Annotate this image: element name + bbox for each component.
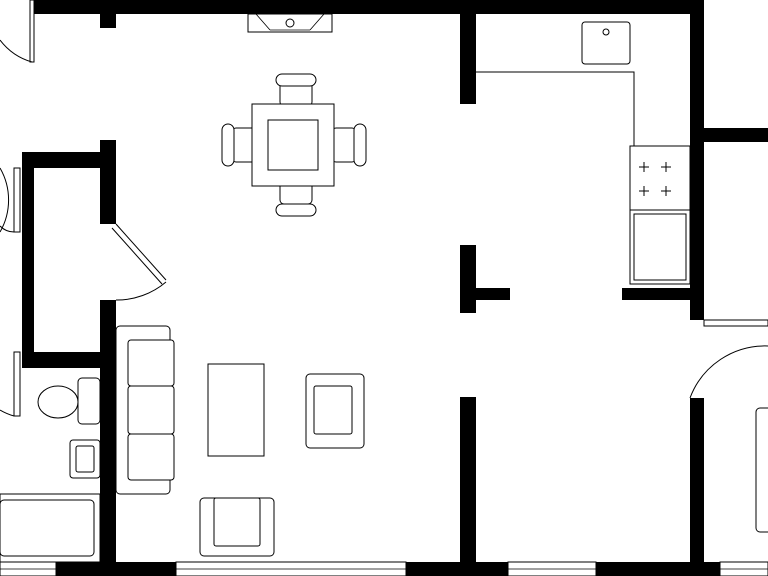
coffee-table xyxy=(207,363,265,457)
door-swing-icon xyxy=(111,223,167,301)
wall-closet-left xyxy=(22,168,34,368)
wall-center-middle xyxy=(460,245,476,313)
wall-kitchen-partition xyxy=(622,288,690,300)
stove xyxy=(629,145,691,211)
wall-right-stub xyxy=(704,128,768,142)
fireplace xyxy=(247,13,333,33)
bathtub xyxy=(0,493,101,563)
wall-right-upper xyxy=(690,0,704,320)
wall-bathroom-top xyxy=(22,352,116,368)
bathroom-sink xyxy=(69,439,101,479)
door-swing-icon xyxy=(0,0,35,63)
wall-center-upper xyxy=(460,14,476,104)
window-icon xyxy=(507,561,597,576)
wall-center-lower xyxy=(460,397,476,576)
wall-right-lower xyxy=(690,398,704,576)
door-swing-icon xyxy=(0,351,21,417)
walls xyxy=(22,0,768,576)
dining-chair xyxy=(275,73,317,107)
window-icon xyxy=(719,561,768,576)
neighbor-furniture xyxy=(755,407,768,533)
wall-left-inner-lower xyxy=(100,300,116,576)
toilet xyxy=(37,377,101,425)
armchair xyxy=(199,497,275,557)
wall-bottom-2 xyxy=(406,562,508,576)
wall-center-middle-stub xyxy=(476,288,510,300)
windows xyxy=(0,319,768,576)
kitchen-sink xyxy=(581,21,631,65)
burner-icon xyxy=(639,186,649,196)
door-swing-icon xyxy=(0,167,21,233)
dining-chair xyxy=(221,123,257,167)
window-icon xyxy=(703,319,768,327)
oven xyxy=(629,209,691,285)
window-icon xyxy=(175,561,407,576)
sofa xyxy=(115,325,175,495)
armchair xyxy=(305,373,365,449)
doors xyxy=(0,0,768,417)
burner-icon xyxy=(661,162,671,172)
dining-set xyxy=(221,73,367,217)
wall-closet-top xyxy=(22,152,116,168)
dining-chair xyxy=(331,123,367,167)
burner-icon xyxy=(639,162,649,172)
wall-bottom-1 xyxy=(56,562,176,576)
door-swing-icon xyxy=(689,345,768,399)
window-icon xyxy=(0,561,57,576)
kitchen-counter xyxy=(476,71,635,146)
wall-bottom-3 xyxy=(596,562,720,576)
burner-icon xyxy=(661,186,671,196)
wall-top-stub xyxy=(100,10,116,28)
wall-top xyxy=(32,0,704,14)
dining-table xyxy=(251,103,335,187)
